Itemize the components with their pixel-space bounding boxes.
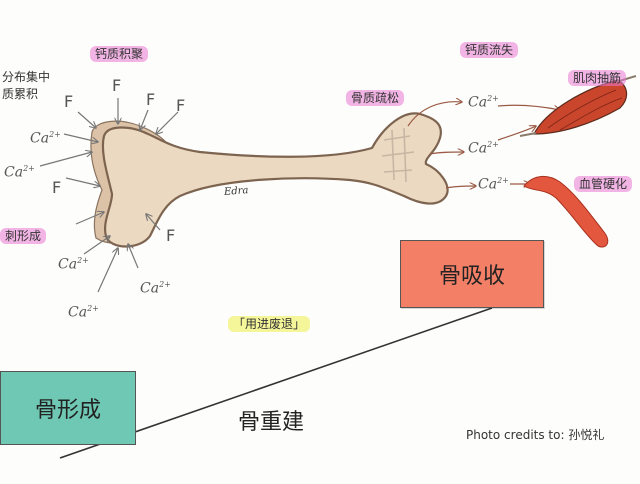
calcium-ion-label: Ca2+ [478,176,509,193]
calcium-loss-label: 钙质流失 [460,42,519,58]
bone-formation-label: 骨形成 [34,398,101,423]
fluoride-arrows [65,98,179,231]
calcium-ion-label: Ca2+ [4,164,35,181]
artist-signature: Edra [223,185,249,198]
fluoride-ion-label: F [112,76,122,95]
side-text-line-1: 分布集中 [2,70,51,84]
photo-credits: Photo credits to: 孙悦礼 [466,428,605,442]
calcium-ion-label: Ca2+ [468,94,499,111]
fluoride-ion-label: F [176,96,186,115]
spur-formation-label: 刺形成 [0,228,47,244]
calcium-arrows [39,133,139,293]
calcium-loss-arrows [407,102,560,188]
use-disuse-label: 「用进废退」 [228,316,311,332]
calcium-ion-label: Ca2+ [468,140,499,157]
calcium-deposit-label: 钙质积聚 [90,46,149,62]
fluoride-ion-label: F [52,178,62,197]
bone-remodeling-label: 骨重建 [238,410,305,435]
blood-vessel-illustration [523,176,609,248]
muscle-cramp-label: 肌肉抽筋 [568,70,627,86]
fluoride-ion-label: F [64,92,74,111]
bone-resorption-box: 骨吸收 [400,240,544,308]
vascular-sclerosis-label: 血管硬化 [574,176,633,192]
calcium-ion-label: Ca2+ [68,304,99,321]
calcium-ion-label: Ca2+ [140,280,171,297]
osteoporosis-label: 骨质疏松 [346,90,405,106]
calcium-ion-label: Ca2+ [58,256,89,273]
bone-formation-box: 骨形成 [0,371,136,445]
calcium-ion-label: Ca2+ [30,130,61,147]
fluoride-ion-label: F [146,90,156,109]
resorption-hatch [381,127,415,183]
side-text-line-2: 质累积 [2,87,39,101]
bone-resorption-label: 骨吸收 [438,264,505,289]
fluoride-ion-label: F [166,226,176,245]
